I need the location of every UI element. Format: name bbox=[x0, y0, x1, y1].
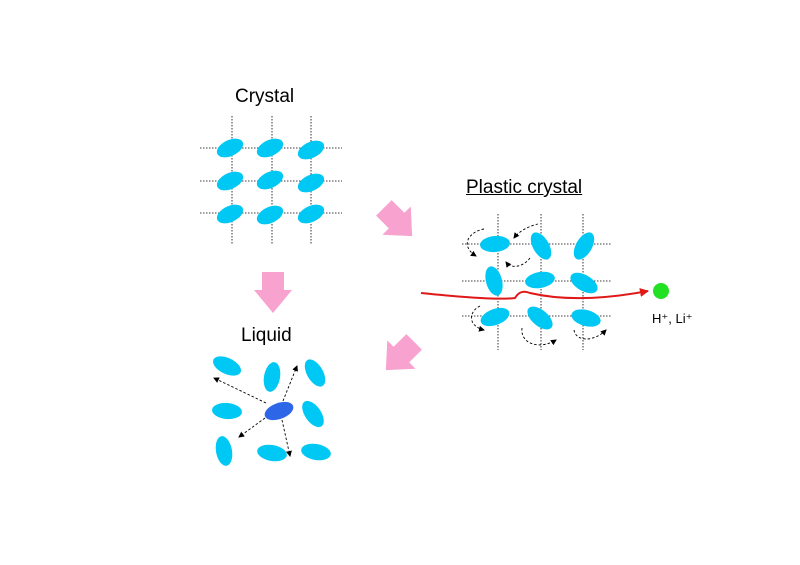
molecule bbox=[302, 400, 324, 428]
molecule bbox=[485, 266, 503, 296]
molecule bbox=[216, 171, 244, 191]
molecule bbox=[297, 204, 325, 224]
molecule bbox=[216, 138, 244, 158]
molecule bbox=[212, 356, 242, 376]
ion-conduction-path bbox=[420, 288, 649, 300]
molecule bbox=[256, 205, 284, 225]
crystal-molecules bbox=[216, 138, 325, 225]
ion-label: H⁺, Li⁺ bbox=[652, 311, 693, 326]
diffusing-molecule bbox=[264, 401, 294, 421]
molecule bbox=[304, 359, 326, 387]
molecule bbox=[527, 306, 553, 330]
liquid-molecules bbox=[212, 356, 331, 466]
molecule bbox=[530, 232, 552, 260]
diffusion-arrow bbox=[281, 419, 292, 457]
ion-dot bbox=[653, 283, 669, 299]
molecule bbox=[297, 173, 325, 193]
crystal-title: Crystal bbox=[235, 86, 295, 107]
molecule bbox=[263, 362, 281, 392]
molecule bbox=[570, 272, 598, 294]
crystal-lattice bbox=[200, 116, 342, 244]
diffusion-arrow bbox=[213, 377, 267, 404]
molecule bbox=[257, 444, 287, 462]
molecule bbox=[480, 235, 510, 253]
transition-arrows bbox=[254, 200, 422, 371]
molecule bbox=[480, 307, 510, 327]
molecule bbox=[301, 443, 331, 461]
diffusion-arrows bbox=[213, 365, 298, 457]
plastic-crystal-title: Plastic crystal bbox=[466, 177, 583, 198]
molecule bbox=[571, 309, 601, 327]
molecule bbox=[256, 138, 284, 158]
molecule bbox=[297, 140, 325, 160]
arrow-plastic-to-liquid bbox=[385, 334, 422, 371]
rotation-arrow bbox=[466, 228, 485, 257]
molecule bbox=[256, 170, 284, 190]
molecule bbox=[573, 232, 595, 260]
diffusion-arrow bbox=[282, 365, 298, 402]
molecule bbox=[216, 204, 244, 224]
rotation-arrow bbox=[505, 257, 531, 268]
plastic-crystal-lattice bbox=[462, 214, 612, 350]
rotation-arrow bbox=[521, 327, 557, 346]
diffusion-arrow bbox=[238, 417, 266, 438]
rotation-arrow bbox=[573, 329, 607, 340]
plastic-molecules bbox=[480, 232, 601, 330]
arrow-crystal-to-liquid bbox=[254, 272, 292, 313]
molecule bbox=[525, 271, 555, 289]
molecule bbox=[212, 402, 242, 420]
rotation-arrows bbox=[466, 223, 607, 346]
molecule bbox=[215, 436, 233, 466]
liquid-title: Liquid bbox=[241, 325, 292, 346]
rotation-arrow bbox=[513, 223, 539, 239]
arrow-crystal-to-plastic bbox=[376, 200, 413, 237]
